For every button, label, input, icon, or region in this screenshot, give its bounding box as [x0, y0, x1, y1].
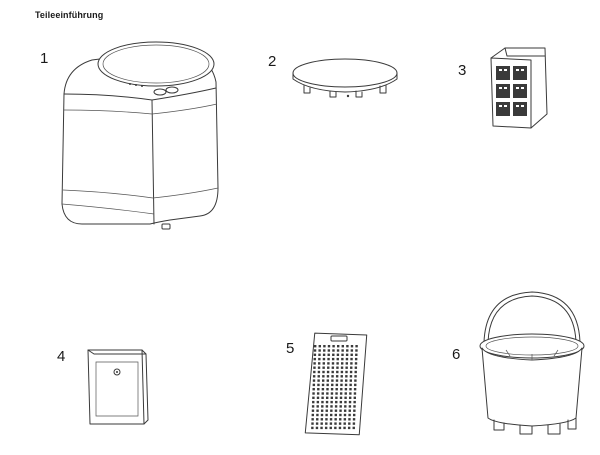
- page-title: Teileeinführung: [35, 10, 104, 20]
- filter-cartridge-icon: [86, 346, 152, 426]
- part-number-5: 5: [286, 340, 295, 357]
- part-number-3: 3: [458, 62, 467, 79]
- composter-unit-icon: [50, 38, 225, 238]
- lid-icon: [290, 55, 400, 101]
- filter-box-icon: [487, 44, 553, 132]
- perforated-panel-icon: [303, 330, 373, 438]
- part-number-4: 4: [57, 348, 66, 365]
- part-number-6: 6: [452, 346, 461, 363]
- bucket-with-handle-icon: [476, 284, 588, 440]
- part-number-2: 2: [268, 53, 277, 70]
- part-number-1: 1: [40, 50, 49, 67]
